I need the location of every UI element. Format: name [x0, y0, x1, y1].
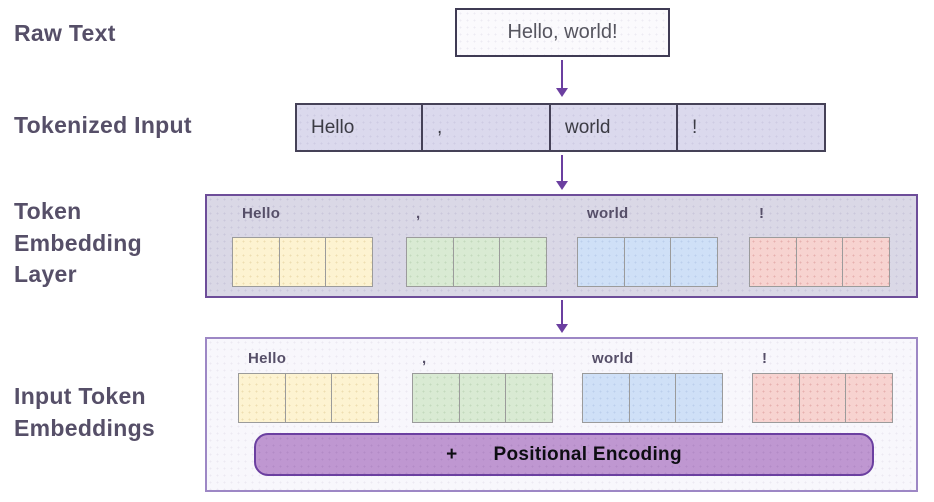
token-embedding-layer-box: Hello , world !: [205, 194, 918, 298]
embedding-cell: [577, 237, 625, 287]
token-text: !: [692, 116, 698, 138]
token-cell: Hello: [297, 105, 423, 150]
embedding-vector: [232, 237, 373, 287]
token-cell: !: [678, 105, 824, 150]
raw-text-value: Hello, world!: [507, 21, 618, 43]
embedding-vector: [749, 237, 890, 287]
embedding-cell: [284, 373, 333, 423]
embedding-cell: [798, 373, 847, 423]
raw-text-box: Hello, world!: [455, 8, 670, 57]
token-label: Hello: [242, 205, 281, 222]
token-cell: ,: [423, 105, 551, 150]
embedding-cell: [675, 373, 723, 423]
token-label: Hello: [248, 350, 287, 367]
embedding-cell: [406, 237, 454, 287]
arrow-head: [556, 324, 568, 333]
arrow-head: [556, 181, 568, 190]
embedding-cell: [238, 373, 286, 423]
raw-text-label: Raw Text: [14, 20, 116, 46]
input-token-embeddings-box: Hello , world !: [205, 337, 918, 492]
token-label: ,: [422, 350, 427, 367]
embedding-cell: [749, 237, 797, 287]
embedding-cell: [752, 373, 800, 423]
embedding-vector: [577, 237, 718, 287]
embedding-cell: [582, 373, 630, 423]
token-text: Hello: [311, 116, 355, 138]
token-label: world: [587, 205, 629, 222]
embedding-vector: [238, 373, 379, 423]
arrow-shaft: [561, 60, 563, 88]
embedding-cell: [452, 237, 501, 287]
token-label: ,: [416, 205, 421, 222]
embedding-cell: [232, 237, 280, 287]
arrow-shaft: [561, 300, 563, 324]
embedding-cell: [412, 373, 460, 423]
arrow-shaft: [561, 155, 563, 181]
token-label: !: [759, 205, 765, 222]
embedding-cell: [795, 237, 844, 287]
positional-encoding-label: Positional Encoding: [493, 443, 682, 465]
token-text: world: [565, 116, 611, 138]
plus-operator: +: [446, 443, 458, 465]
embedding-cell: [670, 237, 718, 287]
input-token-embeddings-label: Input Token Embeddings: [14, 383, 156, 441]
embedding-cell: [278, 237, 327, 287]
embedding-cell: [623, 237, 672, 287]
tokenized-input-box: Hello , world !: [295, 103, 826, 152]
embedding-vector: [406, 237, 547, 287]
embedding-vector: [582, 373, 723, 423]
arrow-head: [556, 88, 568, 97]
token-label: !: [762, 350, 768, 367]
embedding-cell: [505, 373, 553, 423]
embedding-cell: [842, 237, 890, 287]
embedding-vector: [412, 373, 553, 423]
embedding-cell: [331, 373, 379, 423]
embedding-cell: [458, 373, 507, 423]
embedding-cell: [628, 373, 677, 423]
embedding-vector: [752, 373, 893, 423]
embedding-cell: [845, 373, 893, 423]
arrow-down-icon: [555, 60, 569, 97]
token-cell: world: [551, 105, 678, 150]
embedding-cell: [499, 237, 547, 287]
tokenized-input-label: Tokenized Input: [14, 112, 192, 138]
embedding-cell: [325, 237, 373, 287]
token-embedding-layer-label: Token Embedding Layer: [14, 198, 142, 288]
token-text: ,: [437, 116, 443, 138]
arrow-down-icon: [555, 300, 569, 333]
positional-encoding-bar: + Positional Encoding: [254, 433, 874, 476]
arrow-down-icon: [555, 155, 569, 190]
token-label: world: [592, 350, 634, 367]
